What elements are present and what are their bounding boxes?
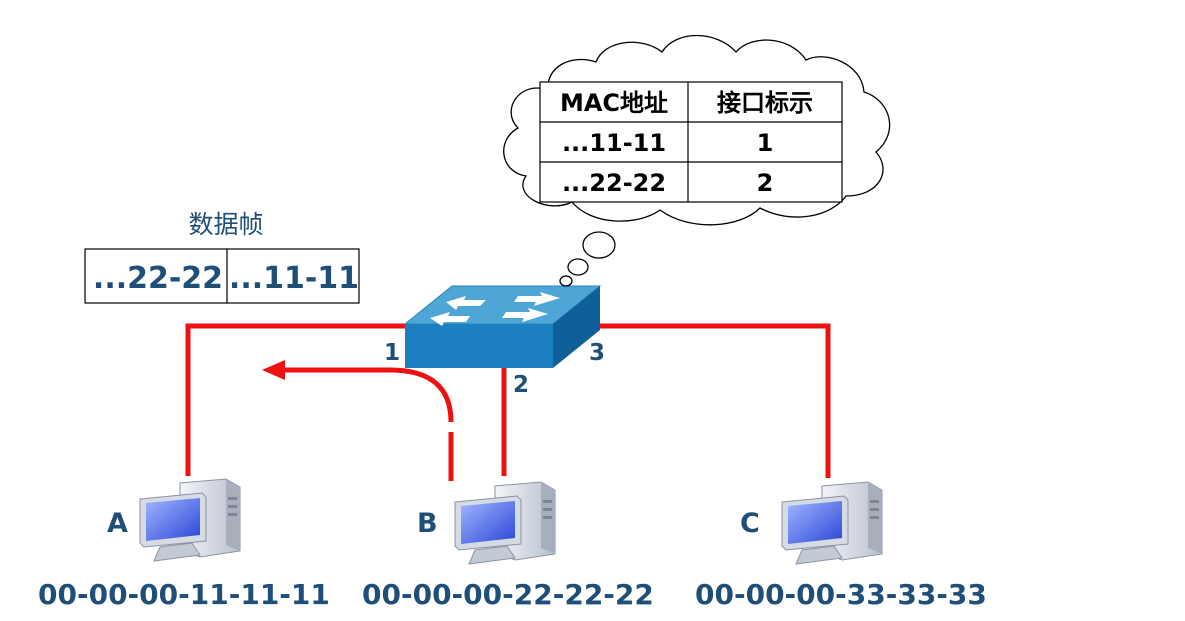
forward-arrow-head	[262, 360, 285, 380]
data-frame-dest-mac: ...22-22	[93, 261, 223, 296]
wire-port3-host-c	[597, 323, 831, 478]
host-b: B 00-00-00-22-22-22	[362, 481, 654, 611]
switch-arrows-icon	[430, 292, 560, 326]
host-c-mac: 00-00-00-33-33-33	[695, 578, 987, 611]
host-a-letter: A	[107, 508, 128, 539]
host-b-mac: 00-00-00-22-22-22	[362, 578, 654, 611]
host-b-letter: B	[417, 508, 438, 539]
mac-table-header-mac: MAC地址	[560, 89, 668, 117]
host-a: A 00-00-00-11-11-11	[38, 478, 330, 611]
mac-table-row-1-port: 1	[757, 129, 774, 157]
data-frame-src-mac: ...11-11	[229, 261, 359, 296]
port-label-1: 1	[384, 340, 400, 366]
switch-icon	[403, 285, 602, 368]
data-frame: 数据帧 ...22-22 ...11-11	[84, 210, 360, 304]
host-c-letter: C	[740, 508, 760, 539]
mac-table-row-1-mac: ...11-11	[562, 129, 666, 157]
mac-table-header-port: 接口标示	[717, 89, 813, 117]
mac-table: MAC地址 接口标示 ...11-11 1 ...22-22 2	[539, 81, 843, 203]
host-a-mac: 00-00-00-11-11-11	[38, 578, 330, 611]
computer-icon	[454, 481, 556, 565]
computer-icon	[139, 478, 241, 562]
wires	[185, 323, 831, 481]
mac-table-row-2-port: 2	[757, 169, 774, 197]
host-c: C 00-00-00-33-33-33	[695, 481, 987, 611]
mac-table-cloud: MAC地址 接口标示 ...11-11 1 ...22-22 2	[503, 34, 891, 287]
data-frame-title: 数据帧	[188, 210, 263, 239]
port-label-3: 3	[589, 340, 605, 366]
mac-table-row-2-mac: ...22-22	[562, 169, 666, 197]
port-label-2: 2	[513, 372, 529, 398]
forward-arrow-path	[282, 367, 454, 481]
computer-icon	[781, 481, 883, 565]
wire-port1-host-a	[185, 323, 405, 476]
